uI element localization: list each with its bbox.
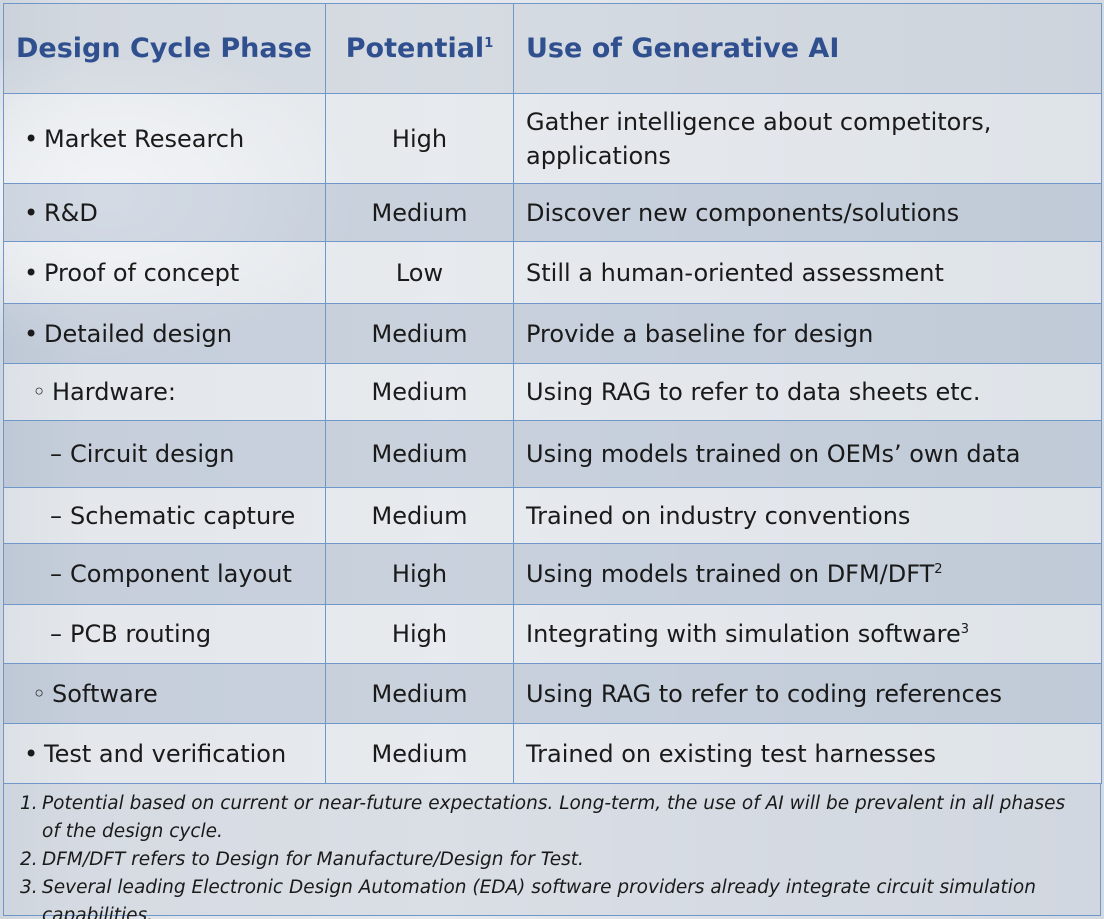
use-text: Discover new components/solutions: [526, 198, 960, 227]
use-text: Gather intelligence about competitors, a…: [526, 107, 992, 170]
header-use: Use of Generative AI: [513, 3, 1102, 94]
table-row: –Circuit design Medium Using models trai…: [3, 420, 1102, 488]
phase-label: PCB routing: [70, 620, 212, 648]
bullet-marker: ◦: [32, 378, 47, 406]
header-potential-label: Potential: [345, 32, 485, 64]
row-phase: –PCB routing: [3, 604, 326, 664]
footnote-text: Several leading Electronic Design Automa…: [42, 877, 1036, 919]
row-potential: Medium: [325, 420, 514, 488]
footnote-number: 2.: [20, 849, 38, 870]
row-use: Integrating with simulation software3: [513, 604, 1102, 664]
footnote-text: Potential based on current or near-futur…: [42, 793, 1066, 842]
footnote: 3. Several leading Electronic Design Aut…: [20, 874, 1086, 919]
row-potential: Medium: [325, 363, 514, 421]
row-use: Using RAG to refer to data sheets etc.: [513, 363, 1102, 421]
footnotes: 1. Potential based on current or near-fu…: [3, 784, 1101, 919]
table-row: –Component layout High Using models trai…: [3, 543, 1102, 605]
row-use: Gather intelligence about competitors, a…: [513, 93, 1102, 184]
row-phase: ◦Hardware:: [3, 363, 326, 421]
table-row: ◦Software Medium Using RAG to refer to c…: [3, 663, 1102, 724]
bullet-marker: •: [24, 739, 39, 768]
row-potential: Medium: [325, 183, 514, 242]
phase-label: Proof of concept: [44, 258, 240, 287]
bullet-marker: •: [24, 198, 39, 227]
row-use: Using RAG to refer to coding references: [513, 663, 1102, 724]
row-potential: Medium: [325, 487, 514, 544]
use-text: Using RAG to refer to coding references: [526, 679, 1002, 708]
bullet-marker: –: [50, 501, 62, 530]
row-phase: •Market Research: [3, 93, 326, 184]
row-phase: –Schematic capture: [3, 487, 326, 544]
header-phase: Design Cycle Phase: [3, 3, 326, 94]
table-row: •Test and verification Medium Trained on…: [3, 723, 1102, 784]
table-row: –PCB routing High Integrating with simul…: [3, 604, 1102, 664]
use-text: Still a human-oriented assessment: [526, 258, 944, 287]
bullet-marker: •: [24, 319, 39, 348]
phase-label: R&D: [44, 198, 98, 227]
use-text: Provide a baseline for design: [526, 319, 874, 348]
row-phase: •R&D: [3, 183, 326, 242]
row-potential: Low: [325, 241, 514, 304]
row-phase: –Circuit design: [3, 420, 326, 488]
row-phase: –Component layout: [3, 543, 326, 605]
use-text: Using models trained on OEMs’ own data: [526, 440, 1021, 468]
table-row: •Detailed design Medium Provide a baseli…: [3, 303, 1102, 364]
row-use: Using models trained on OEMs’ own data: [513, 420, 1102, 488]
row-use: Using models trained on DFM/DFT2: [513, 543, 1102, 605]
row-phase: •Detailed design: [3, 303, 326, 364]
bullet-marker: •: [24, 258, 39, 287]
phase-label: Schematic capture: [70, 501, 296, 530]
use-footnote-ref: 3: [960, 622, 970, 637]
table-row: ◦Hardware: Medium Using RAG to refer to …: [3, 363, 1102, 421]
phase-label: Software: [52, 679, 158, 708]
use-text: Trained on industry conventions: [526, 501, 911, 530]
row-potential: High: [325, 543, 514, 605]
table-row: •Market Research High Gather intelligenc…: [3, 93, 1102, 184]
bullet-marker: –: [50, 440, 62, 468]
table-header-row: Design Cycle Phase Potential1 Use of Gen…: [3, 3, 1102, 94]
header-potential: Potential1: [325, 3, 514, 94]
table-row: •Proof of concept Low Still a human-orie…: [3, 241, 1102, 304]
use-text: Using models trained on DFM/DFT: [526, 560, 935, 588]
phase-label: Detailed design: [44, 319, 232, 348]
design-cycle-table: Design Cycle Phase Potential1 Use of Gen…: [3, 3, 1102, 784]
row-use: Still a human-oriented assessment: [513, 241, 1102, 304]
use-text: Using RAG to refer to data sheets etc.: [526, 378, 981, 406]
footnote-number: 3.: [20, 877, 38, 898]
row-phase: •Proof of concept: [3, 241, 326, 304]
use-footnote-ref: 2: [934, 562, 943, 577]
header-potential-footnote-ref: 1: [484, 35, 494, 51]
footnote: 2. DFM/DFT refers to Design for Manufact…: [20, 846, 1086, 874]
use-text: Integrating with simulation software: [526, 620, 961, 648]
row-potential: High: [325, 93, 514, 184]
row-phase: ◦Software: [3, 663, 326, 724]
phase-label: Test and verification: [44, 739, 287, 768]
row-potential: Medium: [325, 723, 514, 784]
row-use: Discover new components/solutions: [513, 183, 1102, 242]
phase-label: Hardware:: [52, 378, 176, 406]
use-text: Trained on existing test harnesses: [526, 739, 936, 768]
row-use: Trained on industry conventions: [513, 487, 1102, 544]
row-potential: High: [325, 604, 514, 664]
phase-label: Market Research: [44, 124, 245, 153]
footnote: 1. Potential based on current or near-fu…: [20, 790, 1086, 846]
footnote-number: 1.: [20, 793, 38, 814]
row-phase: •Test and verification: [3, 723, 326, 784]
bullet-marker: •: [24, 124, 39, 153]
row-potential: Medium: [325, 303, 514, 364]
row-use: Trained on existing test harnesses: [513, 723, 1102, 784]
bullet-marker: ◦: [32, 679, 47, 708]
phase-label: Circuit design: [70, 440, 235, 468]
table-row: •R&D Medium Discover new components/solu…: [3, 183, 1102, 242]
row-use: Provide a baseline for design: [513, 303, 1102, 364]
phase-label: Component layout: [70, 560, 292, 588]
row-potential: Medium: [325, 663, 514, 724]
bullet-marker: –: [50, 620, 62, 648]
footnote-text: DFM/DFT refers to Design for Manufacture…: [42, 849, 584, 870]
bullet-marker: –: [50, 560, 62, 588]
table-row: –Schematic capture Medium Trained on ind…: [3, 487, 1102, 544]
